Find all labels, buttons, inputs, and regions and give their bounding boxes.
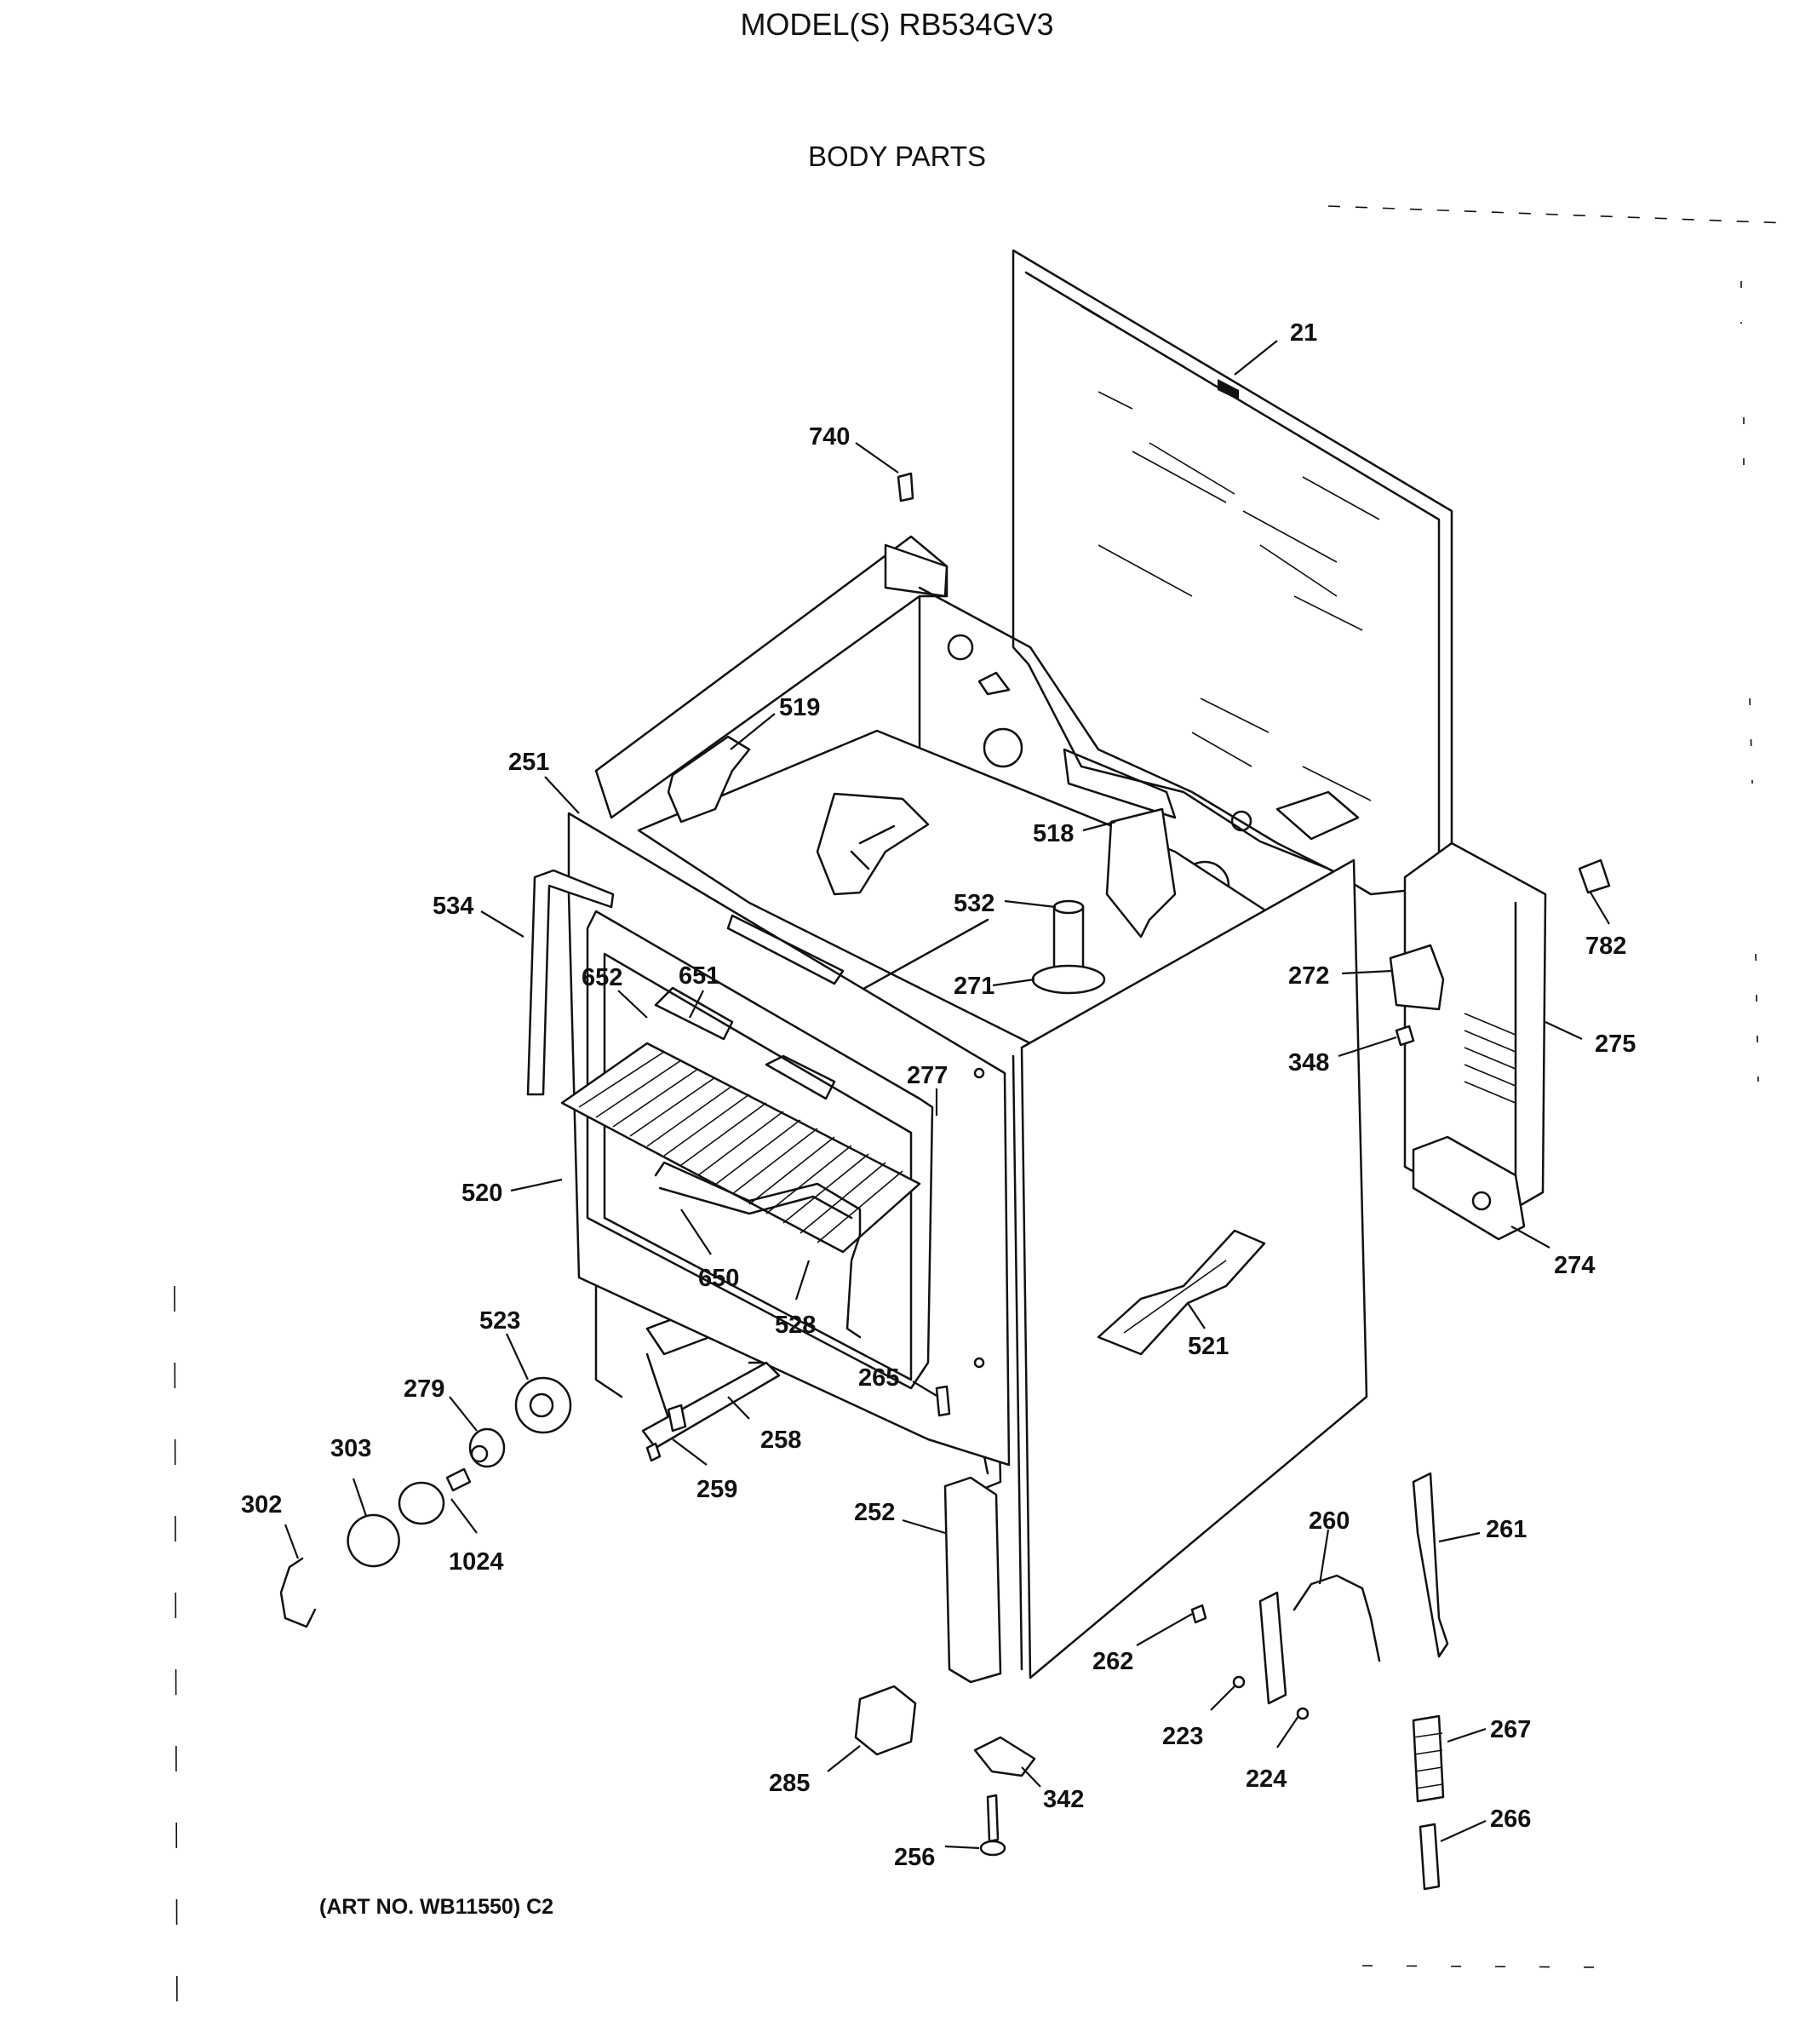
callout-302: 302 (241, 1491, 282, 1519)
part-258-259-drawer-rail (641, 1361, 781, 1462)
scan-artifacts (174, 205, 1789, 2028)
part-272-terminal-block (1389, 944, 1445, 1011)
callout-leaders (284, 340, 1610, 1850)
callout-258: 258 (760, 1427, 801, 1454)
part-265-switch (935, 1385, 951, 1417)
callout-782: 782 (1585, 933, 1626, 960)
callout-520: 520 (461, 1180, 502, 1207)
callout-534: 534 (433, 893, 473, 920)
part-256-leveling-leg (986, 1794, 1000, 1843)
callout-251: 251 (508, 749, 549, 776)
part-534-gasket (526, 869, 615, 1096)
cabinet-body (594, 535, 1368, 1679)
callout-1024: 1024 (449, 1548, 504, 1576)
section-title: BODY PARTS (807, 141, 987, 172)
callout-21: 21 (1290, 319, 1317, 347)
part-267-spring (1412, 1714, 1445, 1803)
callout-267: 267 (1490, 1716, 1531, 1743)
callout-260: 260 (1309, 1507, 1350, 1535)
callout-272: 272 (1288, 962, 1329, 990)
callout-262: 262 (1092, 1648, 1133, 1675)
callout-740: 740 (809, 423, 850, 451)
part-348-clip (1395, 1025, 1415, 1047)
callout-224: 224 (1246, 1766, 1287, 1793)
callout-256: 256 (894, 1844, 935, 1871)
callout-519: 519 (779, 694, 820, 721)
part-740-clip (897, 472, 914, 502)
callout-521: 521 (1188, 1333, 1229, 1360)
callout-518: 518 (1033, 820, 1074, 847)
callout-261: 261 (1486, 1516, 1527, 1543)
callout-528: 528 (775, 1312, 816, 1339)
part-285-bracket (854, 1685, 917, 1756)
model-title: MODEL(S) RB534GV3 (740, 7, 1054, 42)
art-number: (ART NO. WB11550) C2 (319, 1895, 554, 1919)
oven-light-assembly (279, 1376, 572, 1628)
part-519-insulation (667, 735, 751, 824)
part-266-link (1419, 1823, 1441, 1891)
callout-348: 348 (1288, 1049, 1329, 1077)
part-782-connector (1578, 858, 1611, 894)
callout-271: 271 (954, 973, 994, 1000)
callout-277: 277 (907, 1062, 948, 1089)
callout-labels: 21 740 519 251 518 534 532 782 271 652 6… (241, 319, 1636, 1871)
door-hinge-parts (1190, 1472, 1449, 1720)
callout-342: 342 (1043, 1786, 1084, 1813)
callout-279: 279 (404, 1375, 444, 1403)
callout-285: 285 (769, 1770, 810, 1797)
part-21-top-panel (1012, 249, 1453, 896)
callout-265: 265 (858, 1364, 899, 1392)
callout-275: 275 (1595, 1031, 1636, 1058)
part-342-leveling-bracket (973, 1736, 1036, 1777)
callout-652: 652 (582, 964, 622, 991)
part-252-hinge-bracket (943, 1476, 1002, 1684)
callout-532: 532 (954, 890, 994, 917)
callout-274: 274 (1554, 1252, 1595, 1279)
callout-259: 259 (696, 1476, 737, 1503)
part-520-oven-liner (560, 952, 921, 1381)
callout-266: 266 (1490, 1806, 1531, 1833)
part-518-insulation (1105, 807, 1177, 939)
callout-252: 252 (854, 1499, 895, 1526)
part-275-back-cover (1403, 841, 1547, 1241)
callout-651: 651 (679, 962, 719, 990)
callout-303: 303 (330, 1435, 371, 1462)
callout-650: 650 (698, 1265, 739, 1292)
callout-523: 523 (479, 1307, 520, 1335)
part-532-271-sensor (1031, 899, 1106, 995)
callout-223: 223 (1162, 1723, 1203, 1750)
